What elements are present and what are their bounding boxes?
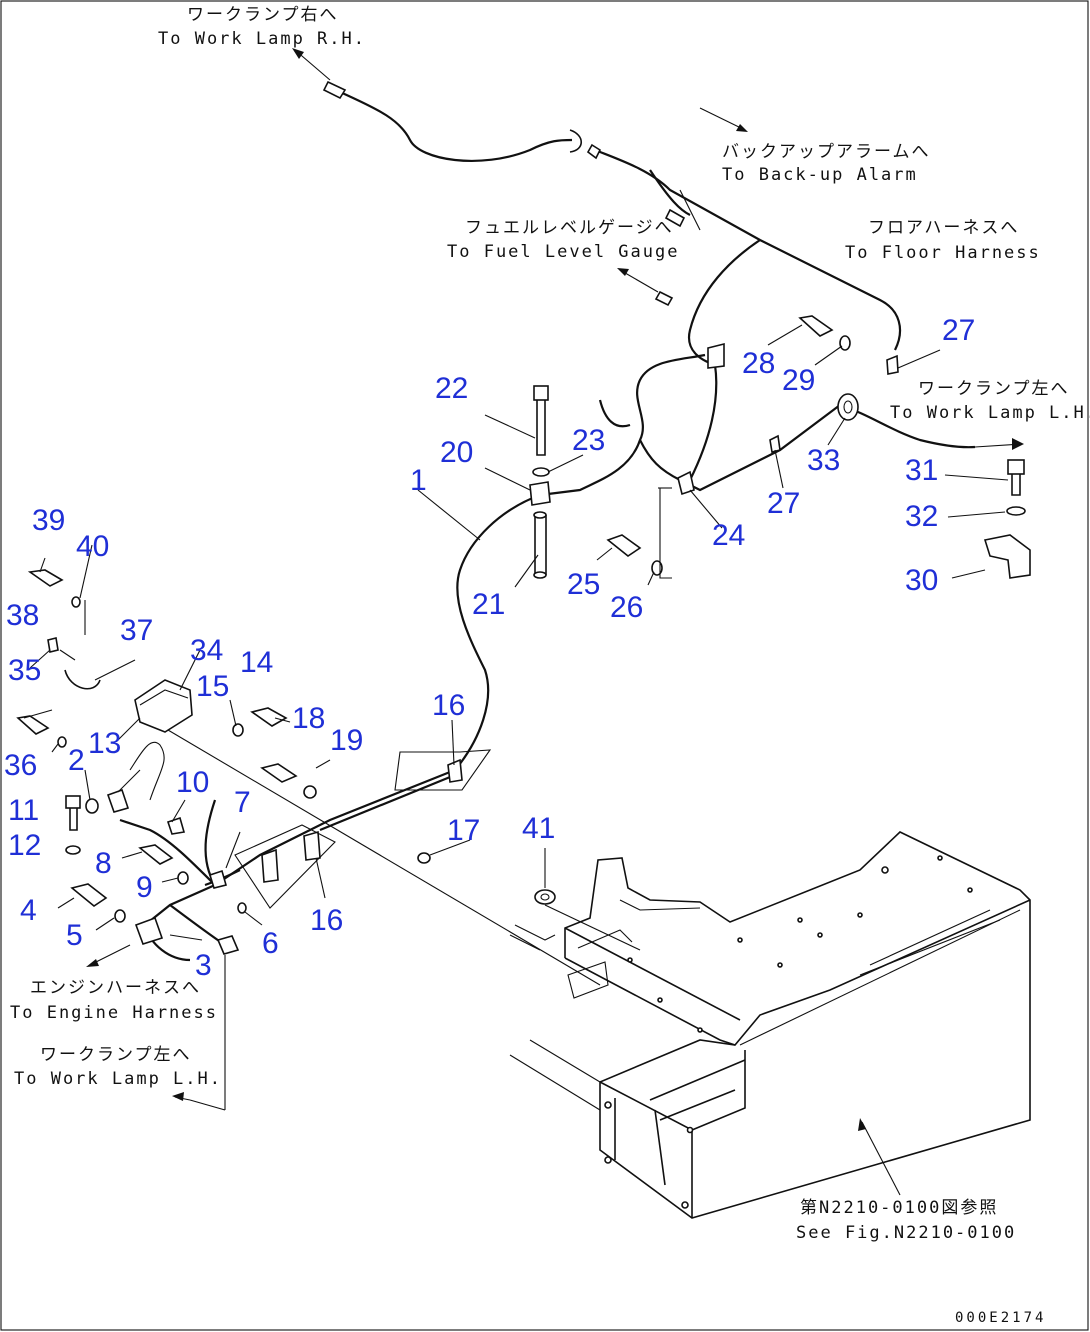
callout-numbers: 1 2 3 4 5 6 7 8 9 10 11 12 13 14 15 16 1… bbox=[4, 314, 975, 982]
callout-23: 23 bbox=[572, 424, 605, 457]
callout-41: 41 bbox=[522, 812, 555, 845]
callout-32: 32 bbox=[905, 500, 938, 533]
callout-25: 25 bbox=[567, 568, 600, 601]
callout-39: 39 bbox=[32, 504, 65, 537]
destination-captions: ワークランプ右へ To Work Lamp R.H. バックアップアラームへ T… bbox=[10, 5, 1090, 1243]
callout-15: 15 bbox=[196, 670, 229, 703]
callout-2: 2 bbox=[68, 744, 85, 777]
callout-22: 22 bbox=[435, 372, 468, 405]
direction-arrows bbox=[86, 48, 1024, 1196]
assembly-lines bbox=[59, 487, 672, 1111]
callout-8: 8 bbox=[95, 847, 112, 880]
caption-fuel-gauge-jp: フュエルレベルゲージへ bbox=[465, 218, 674, 238]
callout-17: 17 bbox=[447, 814, 480, 847]
callout-11: 11 bbox=[8, 794, 39, 827]
callout-19: 19 bbox=[330, 724, 363, 757]
callout-35: 35 bbox=[8, 654, 41, 687]
caption-work-lamp-lh-left-jp: ワークランプ左へ bbox=[40, 1045, 192, 1065]
callout-7: 7 bbox=[234, 786, 251, 819]
caption-see-fig-en: See Fig.N2210-0100 bbox=[796, 1223, 1016, 1243]
callout-16-lower: 16 bbox=[310, 904, 343, 937]
callout-16-upper: 16 bbox=[432, 689, 465, 722]
callout-30: 30 bbox=[905, 564, 938, 597]
callout-18: 18 bbox=[292, 702, 325, 735]
parts bbox=[16, 80, 1031, 955]
callout-12: 12 bbox=[8, 829, 41, 862]
caption-work-lamp-lh-right-en: To Work Lamp L.H. bbox=[890, 403, 1090, 423]
callout-31: 31 bbox=[905, 454, 938, 487]
caption-engine-harness-jp: エンジンハーネスへ bbox=[30, 978, 201, 998]
callout-38: 38 bbox=[6, 599, 39, 632]
callout-1: 1 bbox=[410, 464, 427, 497]
callout-4: 4 bbox=[20, 894, 37, 927]
callout-37: 37 bbox=[120, 614, 153, 647]
callout-14: 14 bbox=[240, 646, 273, 679]
caption-backup-alarm-jp: バックアップアラームへ bbox=[722, 142, 931, 162]
leader-lines bbox=[23, 324, 1009, 941]
caption-see-fig-jp: 第N2210-0100図参照 bbox=[800, 1198, 998, 1218]
callout-24: 24 bbox=[712, 519, 745, 552]
callout-9: 9 bbox=[136, 871, 153, 904]
caption-work-lamp-lh-right-jp: ワークランプ左へ bbox=[918, 379, 1070, 399]
callout-10: 10 bbox=[176, 766, 209, 799]
callout-26: 26 bbox=[610, 591, 643, 624]
callout-27-upper: 27 bbox=[942, 314, 975, 347]
callout-6: 6 bbox=[262, 927, 279, 960]
callout-33: 33 bbox=[807, 444, 840, 477]
callout-40: 40 bbox=[76, 530, 109, 563]
callout-21: 21 bbox=[472, 588, 505, 621]
callout-13: 13 bbox=[88, 727, 121, 760]
caption-work-lamp-lh-left-en: To Work Lamp L.H. bbox=[14, 1069, 222, 1089]
callout-36: 36 bbox=[4, 749, 37, 782]
caption-work-lamp-rh-jp: ワークランプ右へ bbox=[187, 5, 339, 25]
caption-backup-alarm-en: To Back-up Alarm bbox=[722, 165, 918, 185]
caption-work-lamp-rh-en: To Work Lamp R.H. bbox=[158, 29, 366, 49]
caption-floor-harness-jp: フロアハーネスへ bbox=[868, 218, 1019, 238]
callout-27-lower: 27 bbox=[767, 487, 800, 520]
caption-engine-harness-en: To Engine Harness bbox=[10, 1003, 218, 1023]
floor-frame-structure bbox=[509, 831, 1031, 1219]
callout-3: 3 bbox=[195, 949, 212, 982]
callout-20: 20 bbox=[440, 436, 473, 469]
drawing-id: 000E2174 bbox=[955, 1310, 1046, 1326]
callout-28: 28 bbox=[742, 347, 775, 380]
callout-5: 5 bbox=[66, 919, 83, 952]
callout-29: 29 bbox=[782, 364, 815, 397]
caption-fuel-gauge-en: To Fuel Level Gauge bbox=[447, 242, 679, 262]
callout-34: 34 bbox=[190, 634, 223, 667]
caption-floor-harness-en: To Floor Harness bbox=[845, 243, 1041, 263]
